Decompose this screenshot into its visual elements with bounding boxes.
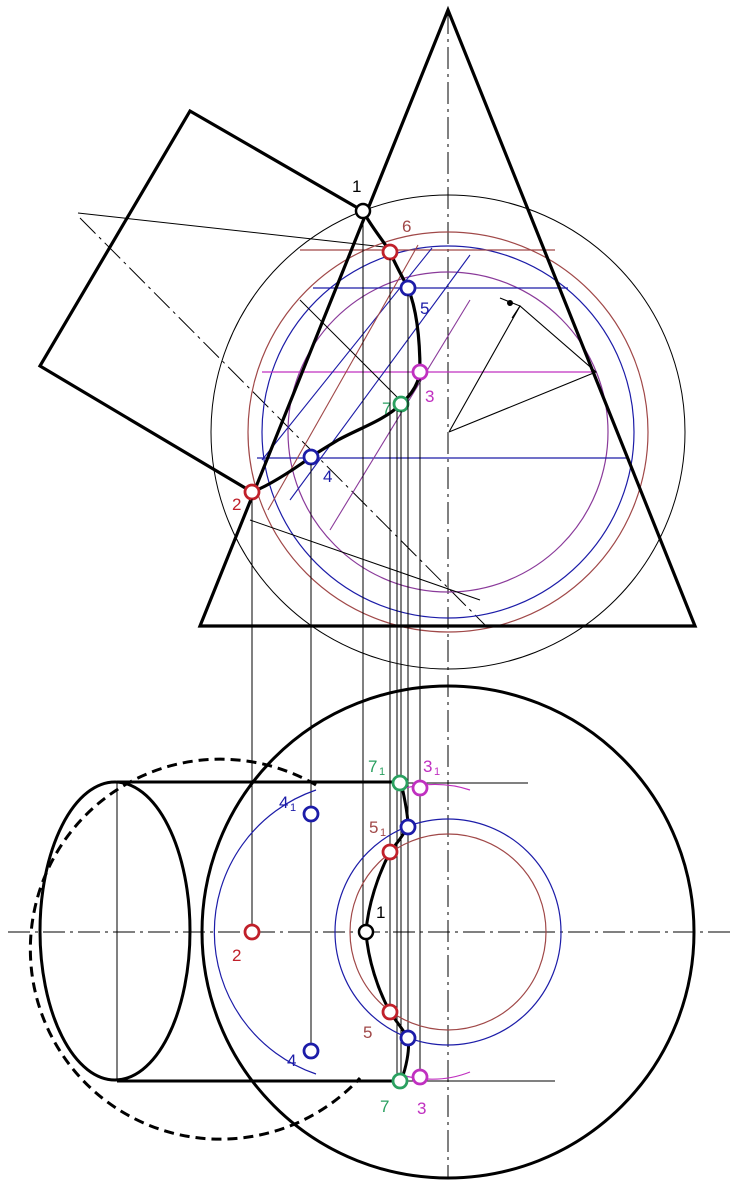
point-7-front bbox=[392, 395, 410, 413]
magenta-arc-bottom bbox=[404, 1071, 471, 1080]
point-7-top-upper bbox=[391, 774, 409, 792]
label-1-top: 1 bbox=[376, 903, 385, 922]
cone-base-circle bbox=[200, 684, 696, 1180]
point-5-top-upper bbox=[399, 818, 417, 836]
label-2-top: 2 bbox=[232, 946, 241, 965]
label-4-1-main: 4 bbox=[279, 793, 288, 812]
cone-outline-front bbox=[197, 5, 698, 628]
prism-axis-front bbox=[79, 217, 489, 629]
point-5-top-lower bbox=[399, 1029, 417, 1047]
point-1-front bbox=[354, 202, 372, 220]
helper-line-a bbox=[299, 299, 401, 401]
point-3-front bbox=[411, 363, 429, 381]
point-2-front bbox=[243, 483, 261, 501]
construction-line-upper bbox=[77, 212, 394, 249]
right-angle-marker bbox=[499, 297, 521, 319]
slope-brown-1 bbox=[267, 244, 419, 511]
label-5-top-lower: 5 bbox=[363, 1023, 372, 1042]
slope-purple-1 bbox=[329, 299, 471, 531]
prism-end-ellipse bbox=[38, 780, 192, 1082]
label-2-front: 2 bbox=[232, 495, 241, 514]
sphere-brown-1 bbox=[247, 231, 649, 633]
label-4-front: 4 bbox=[323, 467, 332, 486]
label-3-front: 3 bbox=[425, 387, 434, 406]
normal-construction bbox=[448, 305, 598, 433]
point-5-front bbox=[399, 279, 417, 297]
blue-circle-inner bbox=[334, 818, 562, 1046]
point-4-front bbox=[302, 448, 320, 466]
slope-blue-2 bbox=[289, 254, 471, 501]
label-3-1-main: 3 bbox=[423, 757, 432, 776]
label-4-top-lower: 4 bbox=[287, 1051, 296, 1070]
point-6-top-upper bbox=[381, 843, 399, 861]
point-2-top bbox=[243, 923, 261, 941]
right-angle-dot bbox=[507, 300, 513, 306]
front-view: 1 6 5 3 7 4 2 bbox=[37, 5, 698, 670]
prism-outline-front bbox=[37, 108, 364, 494]
point-3-top-lower bbox=[411, 1068, 429, 1086]
helper-line-b bbox=[249, 519, 481, 601]
point-3-top-upper bbox=[411, 779, 429, 797]
label-1-front: 1 bbox=[352, 177, 361, 196]
point-6-front bbox=[381, 243, 399, 261]
brown-circle-inner bbox=[349, 833, 547, 1031]
label-7-1-main: 7 bbox=[368, 757, 377, 776]
top-view: 7 1 3 1 4 1 5 1 1 2 5 4 7 3 bbox=[8, 640, 732, 1180]
point-7-top-lower bbox=[391, 1072, 409, 1090]
point-6-top-lower bbox=[381, 1003, 399, 1021]
label-5-1-sub: 1 bbox=[380, 827, 386, 839]
sphere-blue-1 bbox=[261, 245, 635, 619]
projection-lines bbox=[251, 218, 421, 1078]
label-6-front: 6 bbox=[402, 217, 411, 236]
label-3-top-lower: 3 bbox=[417, 1099, 426, 1118]
label-5-front: 5 bbox=[420, 299, 429, 318]
point-4-top-lower bbox=[302, 1042, 320, 1060]
hidden-arc-dashed bbox=[28, 757, 362, 1141]
label-7-front: 7 bbox=[382, 399, 391, 418]
label-7-1-sub: 1 bbox=[379, 766, 385, 778]
label-5-1-main: 5 bbox=[369, 818, 378, 837]
label-3-1-sub: 1 bbox=[434, 766, 440, 778]
magenta-arc-top bbox=[404, 783, 471, 791]
blue-arc-large bbox=[213, 789, 317, 1075]
point-4-top-upper bbox=[302, 805, 320, 823]
label-7-top-lower: 7 bbox=[380, 1097, 389, 1116]
point-1-top bbox=[357, 923, 375, 941]
sphere-purple-1 bbox=[287, 271, 609, 593]
label-4-1-sub: 1 bbox=[290, 802, 296, 814]
